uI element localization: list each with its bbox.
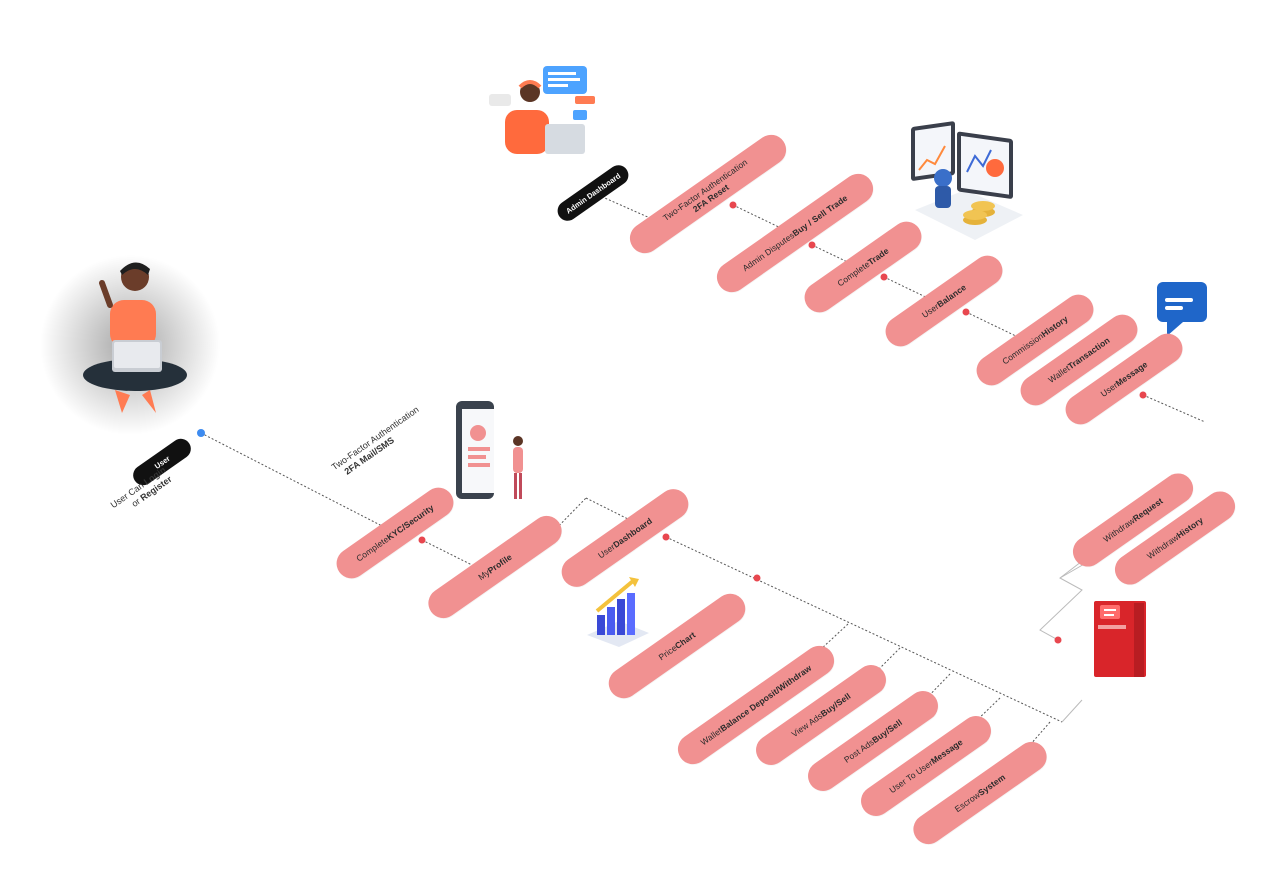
bar-chart-icon (587, 577, 649, 647)
chat-bubble-icon (1157, 282, 1207, 336)
support-agent-icon (489, 66, 595, 154)
mobile-kyc-icon (456, 401, 523, 499)
user-laptop-icon (40, 255, 220, 435)
analytics-monitor-icon (911, 121, 1023, 240)
atm-machine-icon (1094, 601, 1146, 677)
